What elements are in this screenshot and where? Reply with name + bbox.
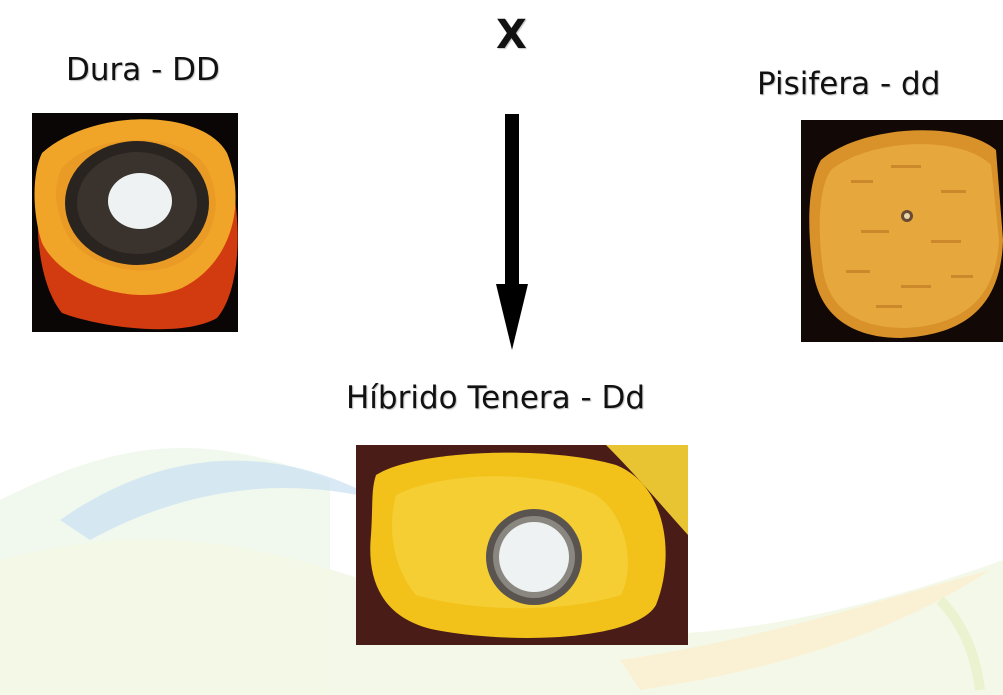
down-arrow-icon xyxy=(496,114,530,350)
offspring-label-tenera: Híbrido Tenera - Dd xyxy=(346,380,645,416)
pisifera-fruit-image xyxy=(801,120,1003,342)
parent-label-pisifera: Pisifera - dd xyxy=(757,66,940,102)
parent-label-dura: Dura - DD xyxy=(66,52,220,88)
cross-symbol: X xyxy=(496,12,527,58)
dura-fruit-image xyxy=(32,113,238,332)
tenera-fruit-image xyxy=(356,445,688,645)
